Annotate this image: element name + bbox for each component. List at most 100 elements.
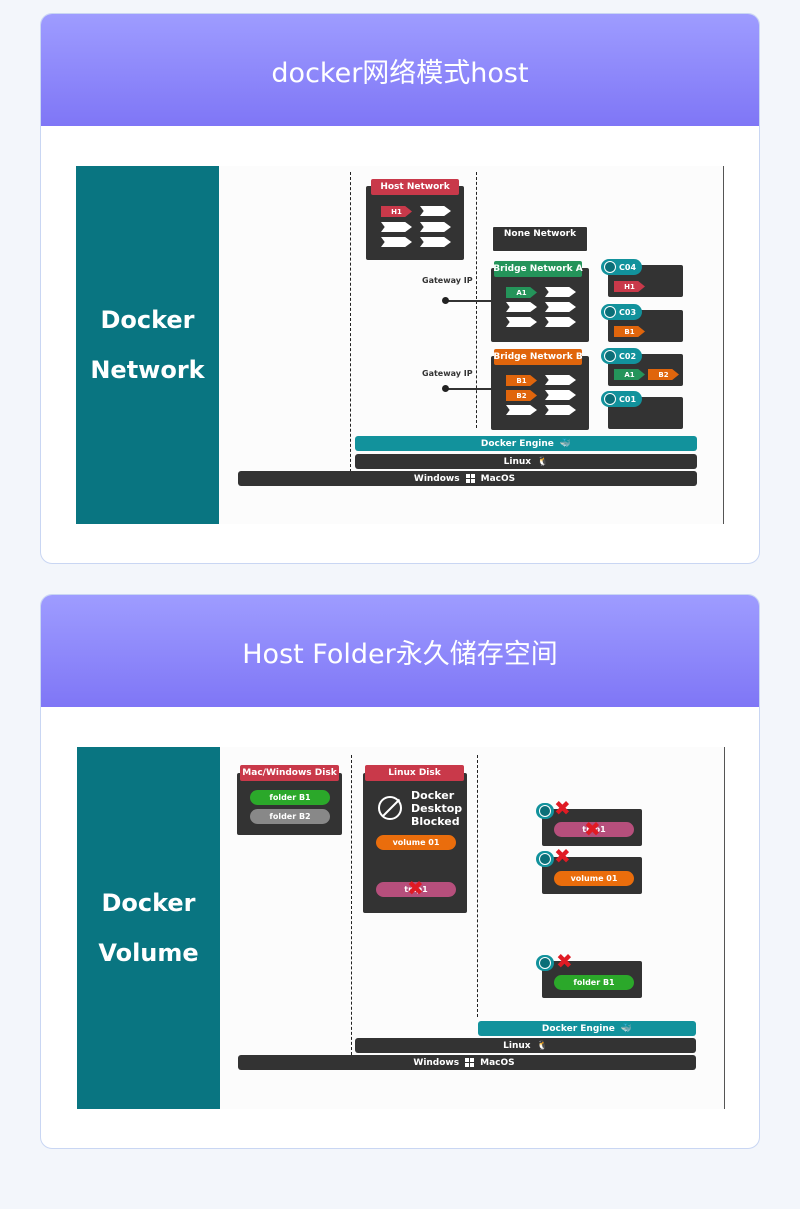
port-arrow [506,317,537,327]
folder-b1-pill: folder B1 [250,790,330,805]
container-badge [536,955,554,971]
divider-dashed [477,755,478,1017]
cube-icon [604,306,616,318]
windows-logo-icon [465,1058,475,1067]
a1-port: A1 [506,287,537,298]
docker-engine-label: Docker Engine [541,1023,615,1034]
bridge-network-a-box [491,268,589,342]
red-x-icon: ✖ [584,817,601,841]
linux-label: Linux [503,1040,531,1051]
blocked-icon [378,796,402,820]
cube-icon [539,853,551,865]
volume01-pill: volume 01 [554,871,634,886]
port-arrow [506,302,537,312]
h1-port: H1 [381,206,412,217]
mac-windows-disk-label: Mac/Windows Disk [240,765,339,781]
divider-dashed [350,172,351,472]
docker-volume-diagram: Docker Volume Mac/Windows Disk folder B1… [77,747,725,1109]
card-header: docker网络模式host [41,14,759,126]
bridge-network-b-label: Bridge Network B [493,349,583,365]
host-network-label: Host Network [371,179,459,195]
diagram-border [724,747,725,1109]
tux-icon: 🐧 [537,456,549,467]
band-label: Docker Network [90,306,205,384]
tmp1-pill: tmp1 [376,882,456,897]
b1-port: B1 [506,375,537,386]
linux-bar: Linux 🐧 [355,1038,696,1053]
linux-bar: Linux 🐧 [355,454,697,469]
folder-b1-pill: folder B1 [554,975,634,990]
linux-disk-label: Linux Disk [365,765,464,781]
macos-label: MacOS [480,473,516,484]
container-badge [536,851,554,867]
card-title: docker网络模式host [271,57,529,89]
port-arrow [381,237,412,247]
windows-logo-icon [465,474,475,483]
none-network-label: None Network [492,226,588,252]
whale-icon: 🐳 [620,1023,633,1034]
cube-icon [604,261,616,273]
port-arrow [545,287,576,297]
container-c02-badge: C02 [601,348,643,364]
volume01-pill: volume 01 [376,835,456,850]
port-arrow [545,317,576,327]
h1-port: H1 [614,281,645,292]
container-name: C03 [619,307,637,317]
gateway-link [446,300,491,302]
diagram-side-band: Docker Network [76,166,219,524]
gateway-ip-label: Gateway IP [422,276,473,285]
blocked-label: Docker Desktop Blocked [411,789,463,828]
tmp1-pill: tmp1 [554,822,634,837]
bridge-network-a-label: Bridge Network A [493,261,583,277]
port-arrow [545,302,576,312]
docker-network-diagram: Docker Network Host Network H1 None Netw… [76,166,724,524]
band-label: Docker Volume [98,889,199,967]
container-name: C02 [619,351,637,361]
card-header: Host Folder永久储存空间 [41,595,759,707]
gateway-link [446,388,491,390]
a1-port: A1 [614,369,645,380]
windows-label: Windows [413,1057,460,1068]
gateway-ip-label: Gateway IP [422,369,473,378]
b1-port: B1 [614,326,645,337]
docker-engine-bar: Docker Engine 🐳 [355,436,697,451]
host-network-box [366,186,464,260]
red-x-icon: ✖ [554,844,571,868]
container-c01-badge: C01 [601,391,643,407]
diagram-side-band: Docker Volume [77,747,220,1109]
docker-engine-bar: Docker Engine 🐳 [478,1021,696,1036]
gateway-dot [442,297,449,304]
cube-icon [604,393,616,405]
cube-icon [604,350,616,362]
cube-icon [539,957,551,969]
windows-label: Windows [413,473,460,484]
container-c03-badge: C03 [601,304,643,320]
port-arrow [545,405,576,415]
linux-label: Linux [503,456,532,467]
folder-b2-pill: folder B2 [250,809,330,824]
gateway-dot [442,385,449,392]
bridge-network-b-box [491,356,589,430]
container-name: C04 [619,262,637,272]
docker-volume-card: Host Folder永久储存空间 Docker Volume Mac/Wind… [40,594,760,1149]
red-x-icon: ✖ [556,949,573,973]
container-badge [536,803,554,819]
tux-icon: 🐧 [536,1040,548,1051]
docker-network-card: docker网络模式host Docker Network Host Netwo… [40,13,760,564]
diagram-border [723,166,724,524]
docker-engine-label: Docker Engine [480,438,554,449]
b2-port: B2 [648,369,679,380]
red-x-icon: ✖ [407,876,424,900]
whale-icon: 🐳 [559,438,572,449]
port-arrow [420,222,451,232]
container-c04-badge: C04 [601,259,643,275]
port-arrow [545,390,576,400]
b2-port: B2 [506,390,537,401]
host-os-bar: Windows MacOS [238,471,697,486]
divider-dashed [351,755,352,1055]
container-name: C01 [619,394,637,404]
cube-icon [539,805,551,817]
port-arrow [506,405,537,415]
port-arrow [420,206,451,216]
